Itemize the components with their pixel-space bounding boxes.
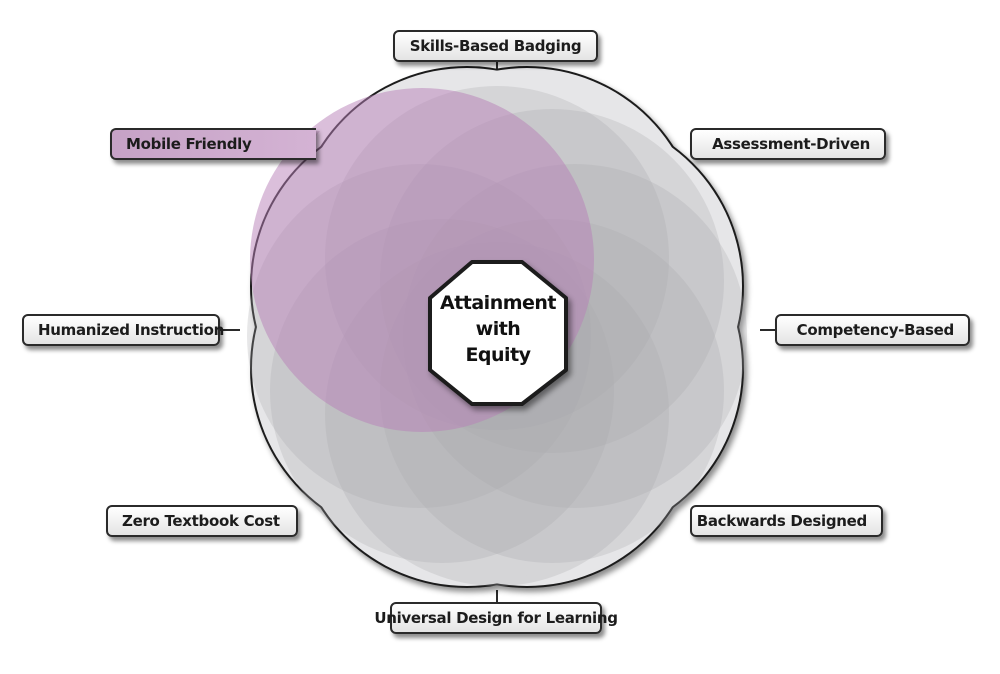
- label-humanized-instruction: Humanized Instruction: [22, 314, 224, 346]
- label-zero-textbook-cost: Zero Textbook Cost: [106, 505, 298, 537]
- center-title: Attainment with Equity: [430, 290, 566, 368]
- petals: [247, 86, 747, 586]
- center-octagon: [428, 260, 568, 406]
- label-assessment-driven: Assessment-Driven: [690, 128, 886, 160]
- label-mobile-friendly: Mobile Friendly: [110, 128, 316, 160]
- label-backwards-designed: Backwards Designed: [690, 505, 883, 537]
- label-competency-based: Competency-Based: [775, 314, 970, 346]
- center-title-line-3: Equity: [465, 344, 531, 366]
- label-universal-design-for-learning: Universal Design for Learning: [374, 602, 618, 634]
- center-title-line-2: with: [475, 318, 521, 340]
- label-skills-based-badging: Skills-Based Badging: [393, 30, 598, 62]
- center-title-line-1: Attainment: [439, 292, 557, 314]
